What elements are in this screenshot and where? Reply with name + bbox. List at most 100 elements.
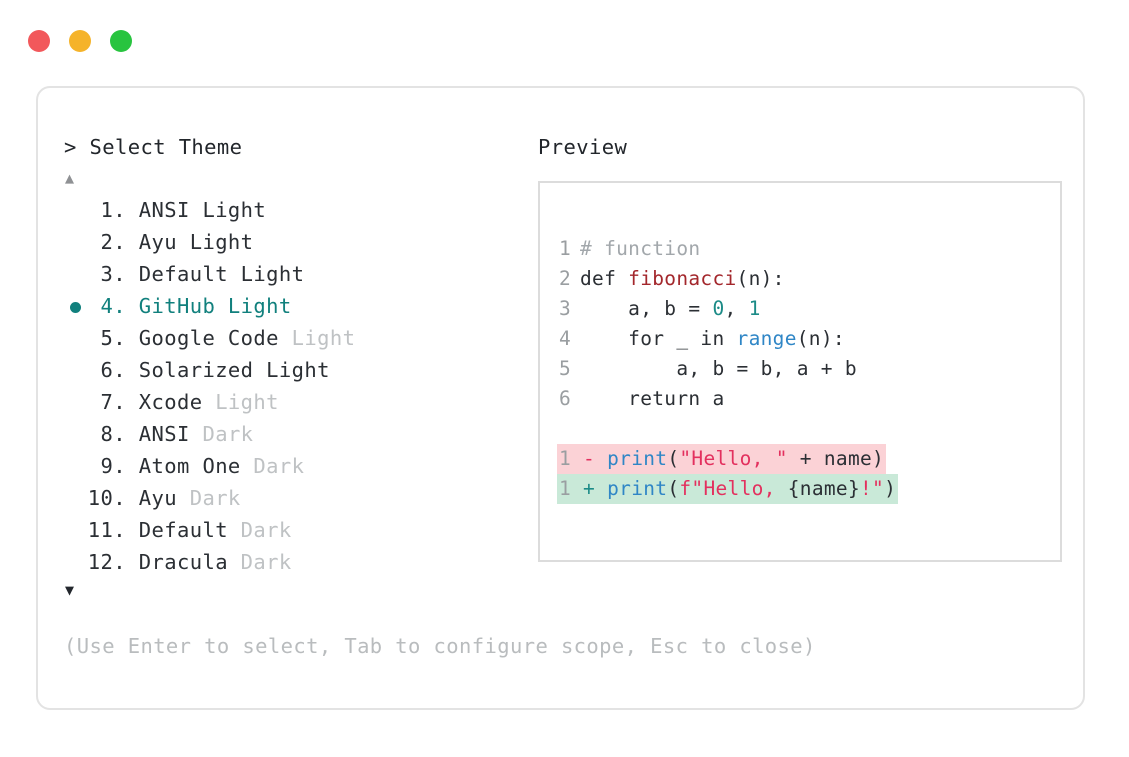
theme-list-item[interactable]: 6. Solarized Light <box>64 354 534 386</box>
theme-item-number: 11. <box>87 518 126 542</box>
diff-line-add: 1 + print(f"Hello, {name}!") <box>557 474 899 504</box>
code-token: , <box>724 297 749 320</box>
theme-list-item[interactable]: 3. Default Light <box>64 258 534 290</box>
code-token: fibonacci <box>628 267 737 290</box>
theme-item-number: 12. <box>87 550 126 574</box>
code-line-number: 2 <box>558 267 571 290</box>
code-token: a, b = <box>580 297 713 320</box>
theme-item-name: Dracula <box>126 550 228 574</box>
theme-item-name: Default <box>126 518 228 542</box>
theme-item-name: Atom One <box>126 454 241 478</box>
theme-item-number: 7. <box>100 390 126 414</box>
theme-item-name: ANSI <box>126 422 190 446</box>
code-token: return a <box>580 387 725 410</box>
code-line: 4 for _ in range(n): <box>557 324 1056 354</box>
diff-line-number: 1 <box>558 447 571 470</box>
code-token: ( <box>667 477 680 500</box>
theme-item-name: ANSI Light <box>126 198 267 222</box>
window-titlebar <box>0 0 1129 78</box>
code-token: print <box>607 477 668 500</box>
theme-item-name: Ayu Light <box>126 230 254 254</box>
theme-list-item[interactable]: 11. Default Dark <box>64 514 534 546</box>
theme-item-name: Google Code <box>126 326 279 350</box>
prompt-row: > Select Theme <box>64 134 534 160</box>
prompt-caret-icon: > <box>64 135 77 159</box>
selected-bullet-icon <box>70 302 81 313</box>
preview-label: Preview <box>538 135 628 159</box>
code-token: "Hello, " <box>679 447 788 470</box>
theme-item-number: 8. <box>100 422 126 446</box>
code-token: ) <box>884 477 897 500</box>
theme-item-number: 5. <box>100 326 126 350</box>
window-zoom-button[interactable] <box>110 30 132 52</box>
theme-item-variant: Dark <box>189 422 254 446</box>
code-token: 1 <box>748 297 761 320</box>
diff-line-del: 1 - print("Hello, " + name) <box>557 444 887 474</box>
theme-list-item[interactable]: 4. GitHub Light <box>64 290 534 322</box>
code-line-number: 4 <box>558 327 571 350</box>
theme-item-variant: Dark <box>176 486 241 510</box>
code-line-number: 5 <box>558 357 571 380</box>
code-token: print <box>607 447 668 470</box>
theme-item-variant: Dark <box>240 454 305 478</box>
theme-item-name: GitHub Light <box>126 294 292 318</box>
theme-item-number: 1. <box>100 198 126 222</box>
code-token: ( <box>667 447 680 470</box>
window-close-button[interactable] <box>28 30 50 52</box>
code-token: for _ in <box>580 327 737 350</box>
theme-list-item[interactable]: 9. Atom One Dark <box>64 450 534 482</box>
theme-item-name: Solarized Light <box>126 358 330 382</box>
code-token: !" <box>860 477 885 500</box>
theme-item-variant: Light <box>278 326 356 350</box>
theme-item-variant: Light <box>202 390 279 414</box>
theme-list-item[interactable]: 8. ANSI Dark <box>64 418 534 450</box>
code-token: a, b = b, a + b <box>580 357 857 380</box>
scroll-up-icon[interactable]: ▲ <box>65 169 75 187</box>
code-line: 6 return a <box>557 384 1056 414</box>
code-token: range <box>736 327 797 350</box>
theme-list-item[interactable]: 2. Ayu Light <box>64 226 534 258</box>
page-title <box>77 135 90 159</box>
keyboard-hint: (Use Enter to select, Tab to configure s… <box>64 634 816 658</box>
theme-list-item[interactable]: 12. Dracula Dark <box>64 546 534 578</box>
theme-list-item[interactable]: 10. Ayu Dark <box>64 482 534 514</box>
code-line: 1 # function <box>557 234 1056 264</box>
theme-item-number: 10. <box>87 486 126 510</box>
code-token: (n): <box>796 327 845 350</box>
diff-marker-icon: - <box>571 447 608 470</box>
diff-marker-icon: + <box>571 477 608 500</box>
theme-list-item[interactable]: 7. Xcode Light <box>64 386 534 418</box>
code-line: 5 a, b = b, a + b <box>557 354 1056 384</box>
theme-list-item[interactable]: 5. Google Code Light <box>64 322 534 354</box>
code-token: def <box>580 267 629 290</box>
code-line-number: 1 <box>558 237 571 260</box>
theme-item-number: 3. <box>100 262 126 286</box>
theme-item-number: 6. <box>100 358 126 382</box>
code-token: {name} <box>787 477 860 500</box>
theme-item-name: Xcode <box>126 390 203 414</box>
code-token: (n): <box>736 267 785 290</box>
theme-item-variant: Dark <box>227 518 292 542</box>
window-minimize-button[interactable] <box>69 30 91 52</box>
code-line: 2 def fibonacci(n): <box>557 264 1056 294</box>
theme-item-name: Default Light <box>126 262 305 286</box>
theme-item-variant: Dark <box>227 550 292 574</box>
theme-item-number: 9. <box>100 454 126 478</box>
code-line-number: 3 <box>558 297 571 320</box>
code-blank-line <box>557 414 1056 444</box>
theme-list-item[interactable]: 1. ANSI Light <box>64 194 534 226</box>
code-token: 0 <box>712 297 725 320</box>
prompt-label: Select Theme <box>89 135 243 159</box>
scroll-down-icon[interactable]: ▼ <box>65 581 75 599</box>
theme-item-number: 2. <box>100 230 126 254</box>
code-token: + name) <box>787 447 885 470</box>
code-token: # function <box>580 237 701 260</box>
code-token: f"Hello, <box>679 477 788 500</box>
theme-item-number: 4. <box>100 294 126 318</box>
